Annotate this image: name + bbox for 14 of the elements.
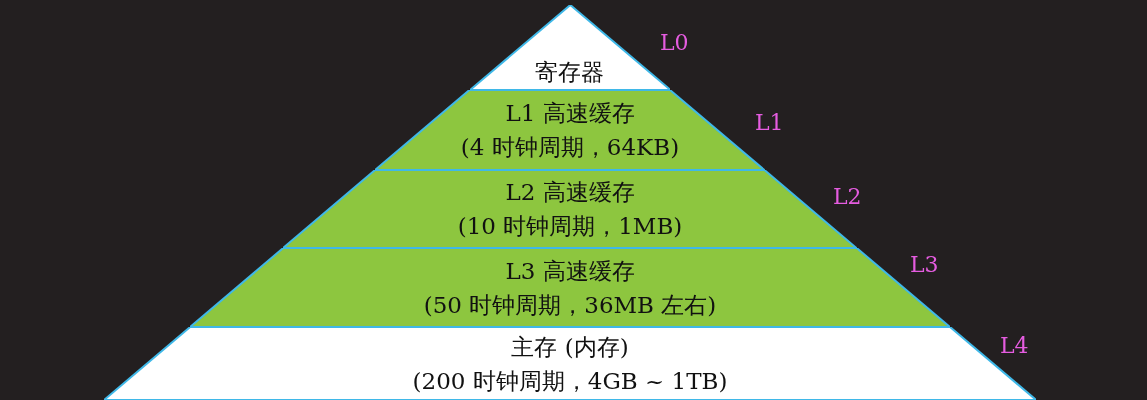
level-label: L0 <box>660 30 689 55</box>
level-label: L4 <box>1000 333 1029 358</box>
level-label: L3 <box>910 252 939 277</box>
level-label: L1 <box>755 110 784 135</box>
level-title: L3 高速缓存 <box>505 256 635 286</box>
level-detail: (4 时钟周期，64KB) <box>460 133 680 162</box>
level-title: 主存 (内存) <box>511 332 629 362</box>
level-title: 寄存器 <box>535 57 605 87</box>
level-title: L1 高速缓存 <box>505 99 635 128</box>
level-detail: (10 时钟周期，1MB) <box>457 212 683 241</box>
level-label: L2 <box>833 184 862 209</box>
level-detail: (50 时钟周期，36MB 左右) <box>423 290 717 320</box>
level-title: L2 高速缓存 <box>505 178 635 207</box>
level-detail: (200 时钟周期，4GB ~ 1TB) <box>412 366 728 396</box>
